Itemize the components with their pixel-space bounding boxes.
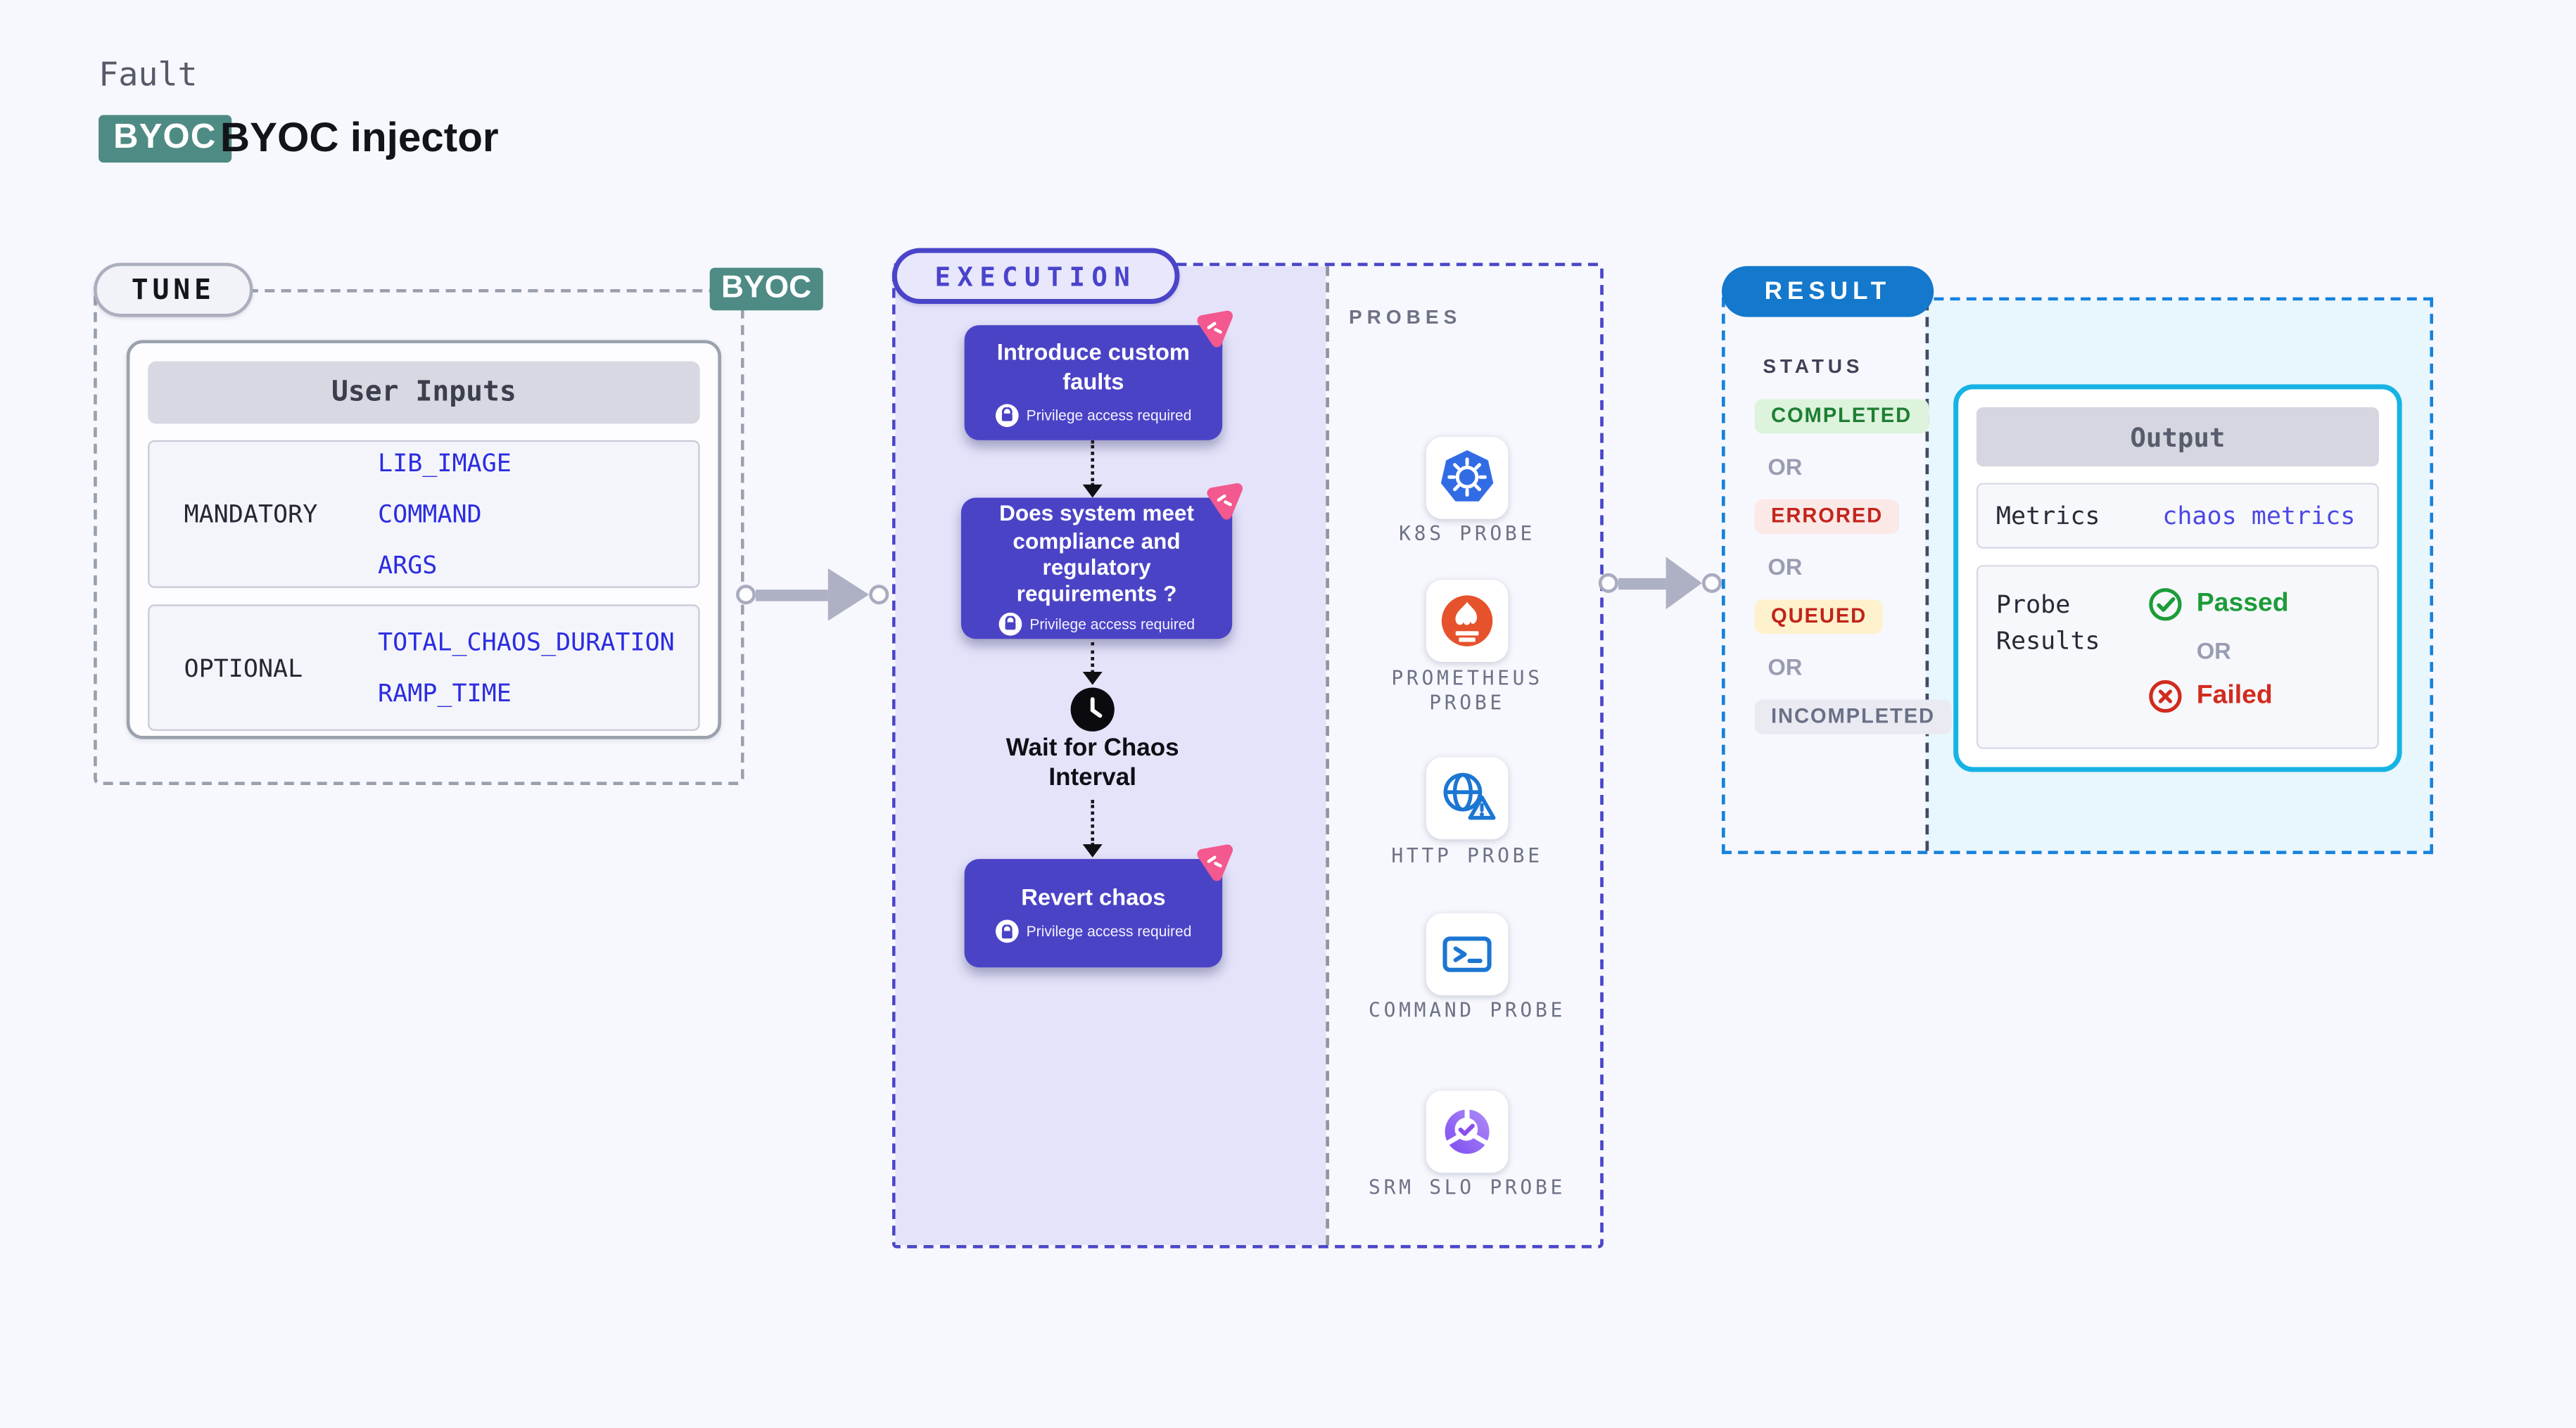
probe-results-label: Probe Results — [1996, 589, 2100, 656]
probe-label: K8S PROBE — [1399, 522, 1536, 546]
flow-arrow-tune-to-execution — [736, 568, 889, 621]
user-inputs-table: User Inputs MANDATORY LIB_IMAGE COMMAND … — [126, 340, 722, 739]
terminal-icon — [1442, 936, 1492, 972]
lock-icon — [998, 612, 1022, 636]
prometheus-icon — [1441, 595, 1493, 646]
slo-donut-check-icon — [1445, 1109, 1490, 1154]
arrow-head — [827, 568, 870, 621]
flow-connector-arrowhead — [1082, 484, 1103, 498]
lock-icon — [995, 403, 1018, 427]
arrow-head — [1665, 556, 1702, 610]
privilege-label: Privilege access required — [1026, 407, 1192, 423]
input-value: RAMP_TIME — [378, 678, 512, 708]
connector-dot — [736, 585, 756, 605]
or-separator: OR — [1768, 453, 1803, 480]
byoc-badge-header: BYOC — [99, 115, 231, 163]
or-separator: OR — [2196, 637, 2231, 664]
step-compliance-check: Does system meet compliance and regulato… — [960, 483, 1243, 639]
connector-dot — [1701, 573, 1722, 593]
metrics-value: chaos metrics — [2162, 501, 2356, 531]
metrics-label: Metrics — [1996, 501, 2100, 531]
probe-label: SRM SLO PROBE — [1369, 1175, 1566, 1199]
flow-connector — [1091, 440, 1095, 487]
step-introduce-custom-faults: Introduce custom faults Privilege access… — [964, 310, 1233, 440]
probe-results-row: Probe Results Passed OR Failed — [1976, 565, 2379, 749]
probe-label: PROMETHEUS PROBE — [1391, 666, 1543, 715]
probe-http — [1426, 757, 1509, 840]
connector-dot — [869, 585, 889, 605]
status-badge-errored: ERRORED — [1754, 499, 1900, 534]
or-separator: OR — [1768, 654, 1803, 680]
probe-label: HTTP PROBE — [1391, 844, 1543, 867]
status-list: COMPLETED OR ERRORED OR QUEUED OR INCOMP… — [1754, 399, 1952, 734]
execution-section-label: EXECUTION — [892, 248, 1179, 304]
check-circle-icon — [2149, 588, 2182, 621]
input-value: LIB_IMAGE — [378, 448, 512, 478]
byoc-badge-tune: BYOC — [709, 267, 823, 311]
chaos-pink-icon — [1207, 483, 1243, 520]
step-title: Revert chaos — [1021, 884, 1166, 910]
output-title: Output — [1976, 407, 2379, 467]
row-label: MANDATORY — [184, 499, 318, 529]
arrow-shaft — [1618, 577, 1666, 589]
flow-connector — [1091, 642, 1095, 674]
chaos-pink-icon — [1197, 844, 1233, 881]
execution-section-box: Introduce custom faults Privilege access… — [892, 262, 1604, 1249]
flow-arrow-probes-to-result — [1598, 556, 1722, 610]
input-value: TOTAL_CHAOS_DURATION — [378, 627, 675, 657]
fault-eyebrow: Fault — [99, 54, 198, 94]
result-section-label: RESULT — [1721, 266, 1934, 317]
arrow-shaft — [756, 589, 828, 601]
status-badge-queued: QUEUED — [1754, 599, 1884, 635]
x-circle-icon — [2149, 680, 2182, 713]
output-card: Output Metrics chaos metrics Probe Resul… — [1953, 384, 2402, 772]
clock-icon — [1068, 685, 1117, 734]
globe-warning-icon — [1443, 772, 1496, 820]
probes-section-label: PROBES — [1348, 305, 1462, 329]
chaos-pink-icon — [1197, 310, 1233, 348]
probe-prometheus — [1426, 580, 1509, 662]
tune-section-box — [94, 288, 744, 786]
or-separator: OR — [1768, 553, 1803, 580]
passed-label: Passed — [2196, 589, 2289, 618]
page-title: BYOC injector — [220, 115, 499, 161]
step-title: Introduce custom faults — [996, 338, 1191, 394]
status-badge-incompleted: INCOMPLETED — [1754, 699, 1952, 734]
lock-icon — [995, 919, 1018, 943]
user-inputs-title: User Inputs — [148, 361, 700, 424]
flow-connector-arrowhead — [1082, 844, 1103, 858]
probe-srm-slo — [1426, 1090, 1509, 1173]
flow-connector — [1091, 800, 1095, 846]
metrics-row: Metrics chaos metrics — [1976, 483, 2379, 549]
execution-probes-divider — [1326, 266, 1329, 1245]
privilege-label: Privilege access required — [1029, 616, 1195, 632]
status-title: STATUS — [1763, 355, 1864, 378]
failed-label: Failed — [2196, 681, 2273, 710]
table-row-optional: OPTIONAL TOTAL_CHAOS_DURATION RAMP_TIME — [148, 604, 700, 732]
probe-label: COMMAND PROBE — [1369, 998, 1566, 1022]
input-value: COMMAND — [378, 499, 482, 529]
flow-connector-arrowhead — [1082, 671, 1103, 685]
input-value: ARGS — [378, 550, 438, 580]
kubernetes-icon — [1440, 450, 1494, 502]
row-label: OPTIONAL — [184, 653, 303, 683]
privilege-label: Privilege access required — [1026, 923, 1192, 940]
connector-dot — [1598, 573, 1618, 593]
wait-step-title: Wait for Chaos Interval — [1005, 734, 1179, 791]
table-row-mandatory: MANDATORY LIB_IMAGE COMMAND ARGS — [148, 440, 700, 588]
step-title: Does system meet compliance and regulato… — [999, 501, 1194, 607]
status-badge-completed: COMPLETED — [1754, 399, 1929, 434]
probe-k8s — [1426, 437, 1509, 519]
tune-section-label: TUNE — [94, 262, 253, 317]
step-revert-chaos: Revert chaos Privilege access required — [964, 844, 1233, 968]
probe-command — [1426, 913, 1509, 995]
